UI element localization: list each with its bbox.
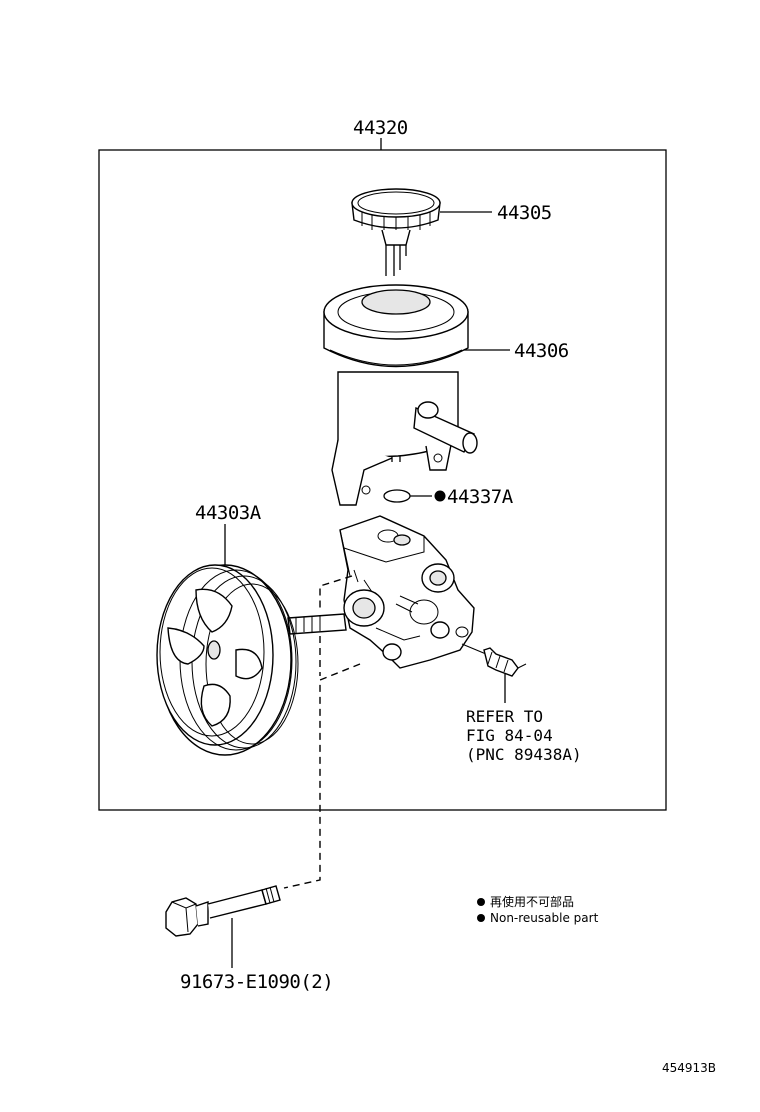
legend-text-jp: 再使用不可部品	[490, 894, 574, 909]
refer-line-1[interactable]: REFER TO	[466, 707, 543, 726]
figure-id: 454913B	[662, 1061, 716, 1075]
pulley	[156, 564, 299, 756]
legend: 再使用不可部品 Non-reusable part	[477, 894, 599, 925]
reservoir-cap	[351, 188, 441, 276]
bolt	[165, 885, 281, 937]
legend-dot-en	[477, 914, 485, 922]
assembly-phantom-lines	[283, 575, 361, 889]
part-number-bolt[interactable]: 91673-E1090(2)	[180, 971, 334, 993]
legend-dot-jp	[477, 898, 485, 906]
part-number-assembly[interactable]: 44320	[353, 117, 408, 139]
part-number-cap[interactable]: 44305	[497, 202, 552, 224]
refer-line-2[interactable]: FIG 84-04	[466, 726, 553, 745]
reservoir	[323, 284, 478, 506]
legend-text-en: Non-reusable part	[490, 911, 599, 925]
o-ring	[383, 489, 411, 503]
part-number-reservoir[interactable]: 44306	[514, 340, 569, 362]
refer-note: REFER TO FIG 84-04 (PNC 89438A)	[466, 707, 582, 764]
refer-line-3[interactable]: (PNC 89438A)	[466, 745, 582, 764]
pump-body	[339, 515, 475, 669]
part-number-oring[interactable]: 44337A	[447, 486, 514, 508]
non-reusable-mark	[434, 490, 446, 502]
assembly-frame	[98, 138, 667, 811]
part-number-pulley[interactable]: 44303A	[195, 502, 262, 524]
pressure-switch	[461, 643, 527, 677]
pump-shaft	[287, 613, 347, 635]
